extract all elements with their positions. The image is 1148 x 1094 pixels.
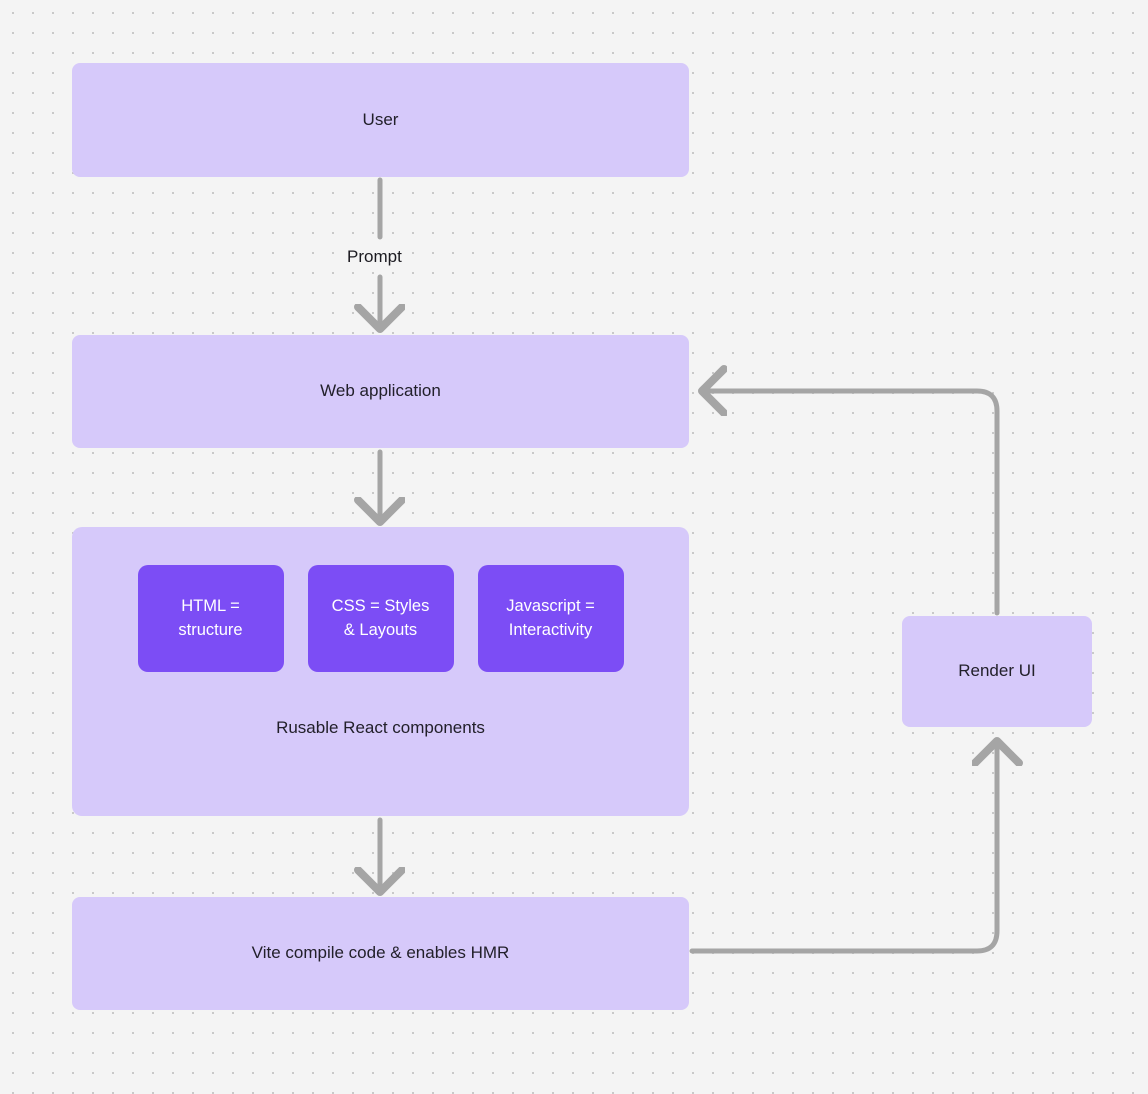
sub-node-css-label: CSS = Styles& Layouts bbox=[331, 596, 430, 639]
edge-label-prompt: Prompt bbox=[341, 246, 408, 268]
node-vite[interactable]: Vite compile code & enables HMR bbox=[72, 897, 689, 1010]
sub-node-html-label: HTML =structure bbox=[178, 596, 243, 639]
component-sub-row: HTML =structure CSS = Styles& Layouts Ja… bbox=[72, 565, 689, 672]
edge-render-to-web bbox=[706, 391, 1000, 616]
sub-node-html[interactable]: HTML =structure bbox=[137, 565, 284, 672]
edge-vite-to-render bbox=[689, 745, 997, 954]
node-web-application-label: Web application bbox=[320, 381, 441, 401]
node-render-ui[interactable]: Render UI bbox=[902, 616, 1092, 727]
node-user[interactable]: User bbox=[72, 63, 689, 177]
sub-node-css[interactable]: CSS = Styles& Layouts bbox=[307, 565, 454, 672]
node-user-label: User bbox=[362, 109, 399, 129]
node-component-group[interactable]: HTML =structure CSS = Styles& Layouts Ja… bbox=[72, 527, 689, 816]
node-vite-label: Vite compile code & enables HMR bbox=[251, 943, 510, 963]
sub-node-javascript[interactable]: Javascript =Interactivity bbox=[477, 565, 624, 672]
node-render-ui-label: Render UI bbox=[958, 661, 1036, 681]
component-group-caption: Rusable React components bbox=[276, 718, 485, 737]
node-web-application[interactable]: Web application bbox=[72, 335, 689, 448]
sub-node-javascript-label: Javascript =Interactivity bbox=[506, 596, 595, 639]
